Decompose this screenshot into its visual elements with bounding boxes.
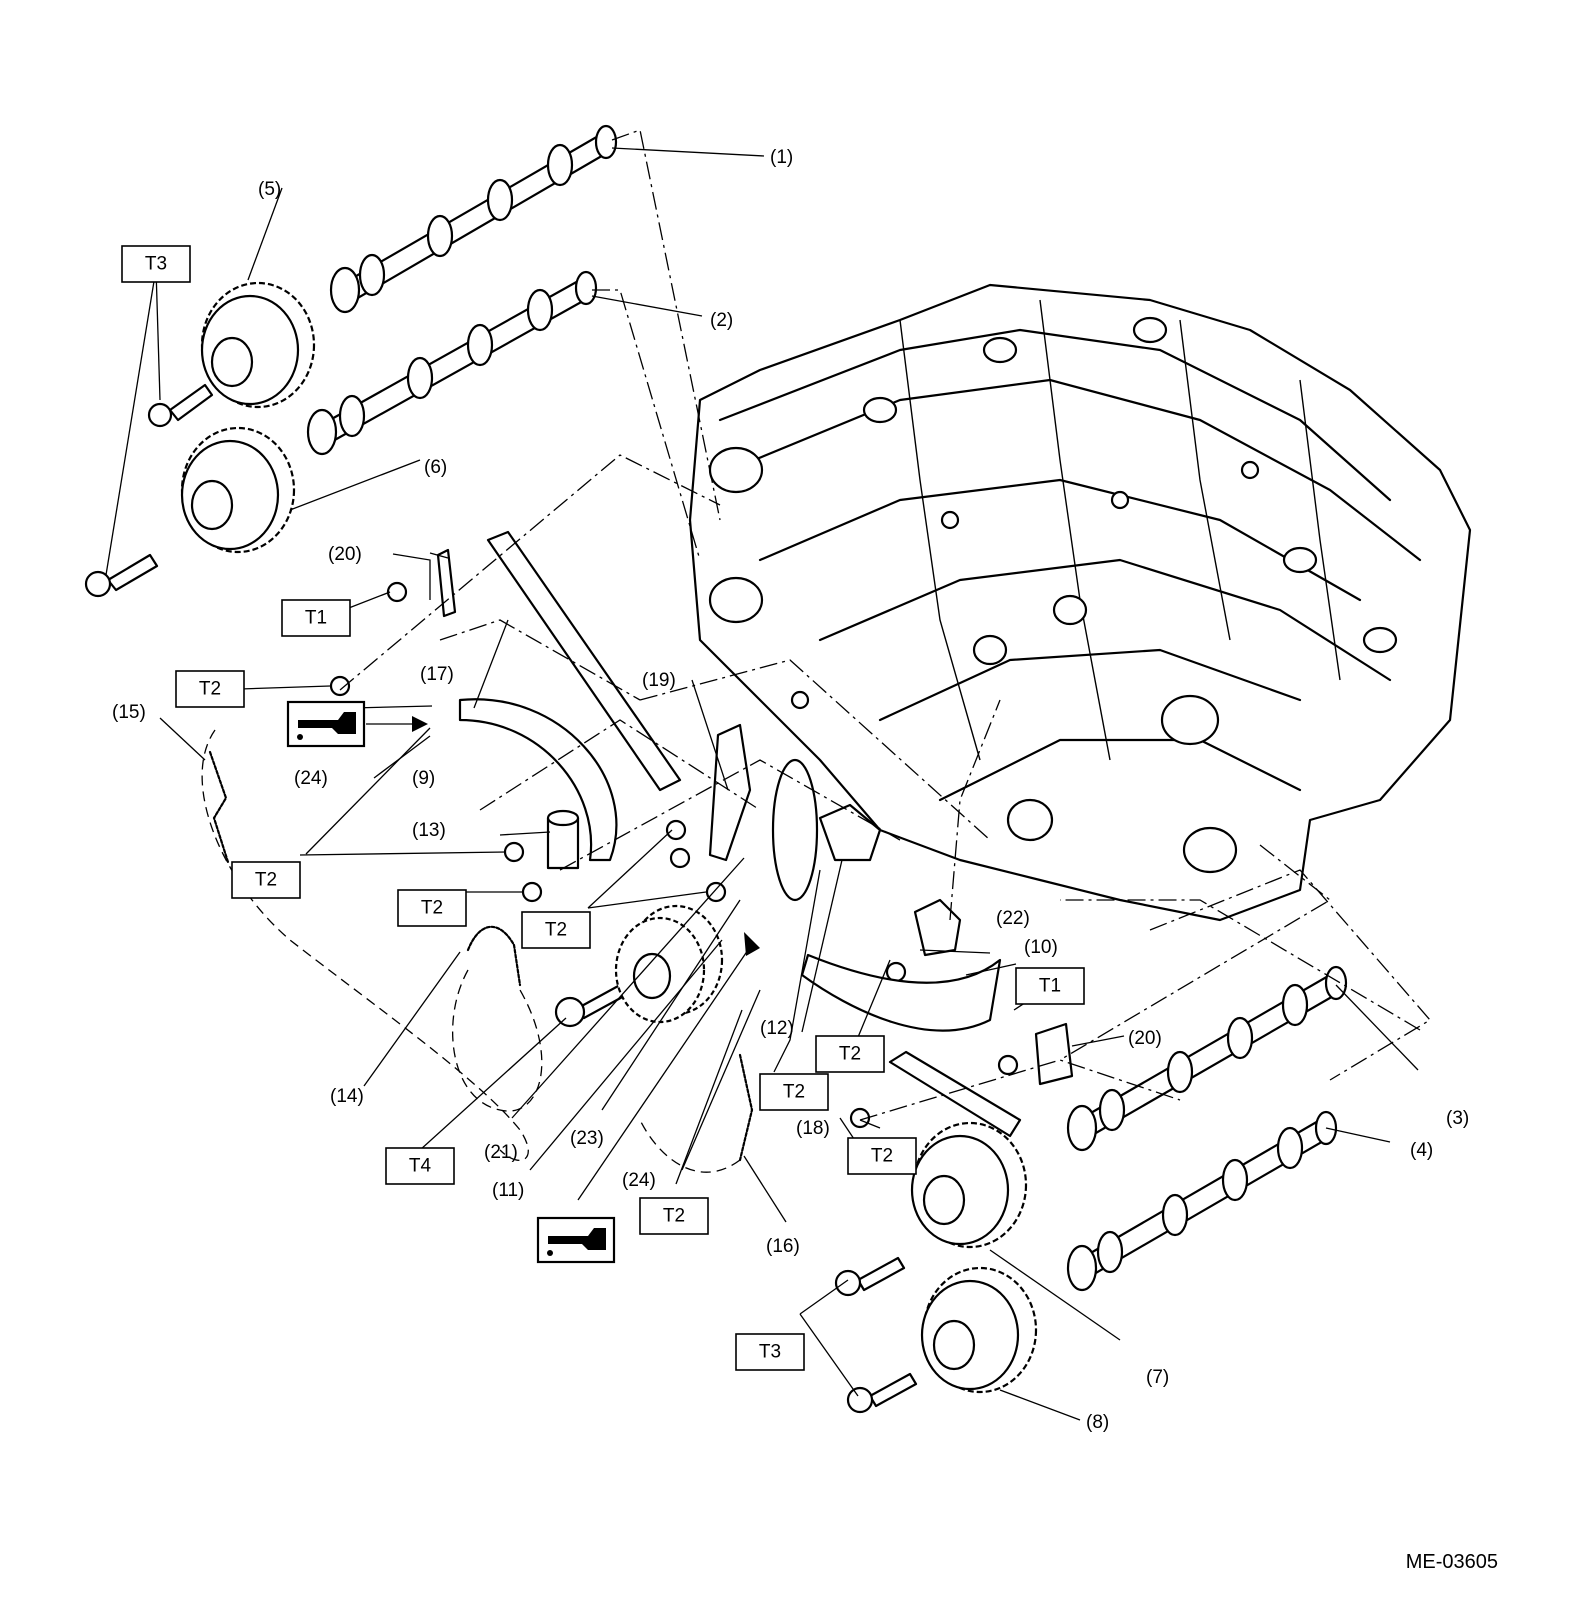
torque-label-t1-lower: T1 [1015,967,1085,1005]
svg-text:T2: T2 [255,870,277,891]
svg-text:T1: T1 [305,608,327,629]
torque-label-t4: T4 [385,1147,455,1185]
svg-text:T4: T4 [409,1156,432,1177]
crank-sprocket-bolt [554,983,628,1028]
cam-sprocket-7 [910,1121,1028,1249]
chain-guide-20-lower [1034,1022,1074,1086]
svg-text:T2: T2 [663,1206,685,1227]
torque-label-t1-upper: T1 [281,599,351,637]
torque-label-t2: T2 [231,861,301,899]
chain-tensioner-lever-9 [458,698,618,862]
timing-chain-16 [639,1053,754,1173]
callout-24-upper: (24) [294,768,328,789]
callout-5: (5) [258,179,281,200]
svg-text:T2: T2 [871,1146,893,1167]
svg-text:T2: T2 [783,1082,805,1103]
idler-sprocket-23 [771,758,819,902]
callout-14: (14) [330,1086,364,1107]
callout-16: (16) [766,1236,800,1257]
callout-1: (1) [770,147,793,168]
callout-20-upper: (20) [328,544,362,565]
chain-guide-20-upper [436,548,457,618]
svg-text:T3: T3 [759,1342,781,1363]
small-bolt [329,675,351,697]
camshaft-4 [1066,1110,1338,1292]
svg-text:T2: T2 [545,920,567,941]
torque-label-t2: T2 [815,1035,885,1073]
svg-text:T1: T1 [1039,976,1061,997]
small-bolt [997,1054,1019,1076]
torque-label-t3-upper: T3 [121,245,191,283]
callout-21: (21) [484,1142,518,1163]
callout-11: (11) [492,1180,524,1201]
camshaft-2 [306,270,598,456]
sprocket-bolt [84,553,159,598]
callout-12: (12) [760,1018,794,1039]
small-bolt [521,881,543,903]
callout-10: (10) [1024,937,1058,958]
small-bolt [665,819,687,841]
svg-text:T2: T2 [421,898,443,919]
callout-2: (2) [710,310,733,331]
callout-8: (8) [1086,1412,1109,1433]
sprocket-bolt [147,383,214,428]
torque-label-t3-lower: T3 [735,1333,805,1371]
cam-sprocket-5 [200,281,316,409]
assembly-alignment-lines [339,129,1431,1121]
chain-guide-19 [708,723,752,862]
sprocket-bolt [846,1372,918,1414]
callout-4: (4) [1410,1140,1433,1161]
leader-lines [105,147,1419,1421]
callout-7: (7) [1146,1367,1169,1388]
callout-23: (23) [570,1128,604,1149]
chain-tensioner-12 [818,803,882,862]
small-bolt [705,881,727,903]
engine-cylinder-block [688,283,1472,922]
torque-label-t2: T2 [759,1073,829,1111]
svg-text:T3: T3 [145,254,167,275]
camshaft-3 [1066,965,1348,1152]
callout-13: (13) [412,820,446,841]
cam-sprocket-8 [920,1266,1038,1394]
torque-label-t2: T2 [521,911,591,949]
torque-label-t2: T2 [175,670,245,708]
small-bolt [386,581,408,603]
small-bolt [503,841,525,863]
callout-24-lower: (24) [622,1170,656,1191]
chain-tensioner-lever-10 [800,953,1002,1032]
document-id: ME-03605 [1405,1551,1498,1573]
torque-label-t2: T2 [639,1197,709,1235]
timing-chain-14 [451,925,543,1112]
sprocket-bolt [834,1256,906,1297]
torque-label-t2: T2 [847,1137,917,1175]
callout-20-lower: (20) [1128,1028,1162,1049]
chain-guide-18 [888,1050,1022,1138]
chain-tensioner-22 [913,898,962,957]
crank-sprocket-11 [614,916,706,1024]
callout-15: (15) [112,702,146,723]
callout-22: (22) [996,908,1030,929]
cam-sprocket-6 [180,426,296,554]
callout-17: (17) [420,664,454,685]
callout-19: (19) [642,670,676,691]
oil-can-icon [286,700,428,748]
torque-label-t2: T2 [397,889,467,927]
callout-18: (18) [796,1118,830,1139]
small-bolt [669,847,691,869]
oil-can-icon [536,932,760,1264]
chain-tensioner-13 [546,809,580,870]
svg-text:T2: T2 [839,1044,861,1065]
callout-labels: (1) (2) (3) (4) (5) (6) (7) (8) (9) (10)… [112,147,1469,1433]
callout-3: (3) [1446,1108,1469,1129]
small-bolt [885,961,907,983]
callout-9: (9) [412,768,435,789]
camshaft-1 [329,124,618,314]
timing-chain-15 [201,729,529,1161]
svg-text:T2: T2 [199,679,221,700]
callout-6: (6) [424,457,447,478]
chain-guide-17 [486,530,682,792]
